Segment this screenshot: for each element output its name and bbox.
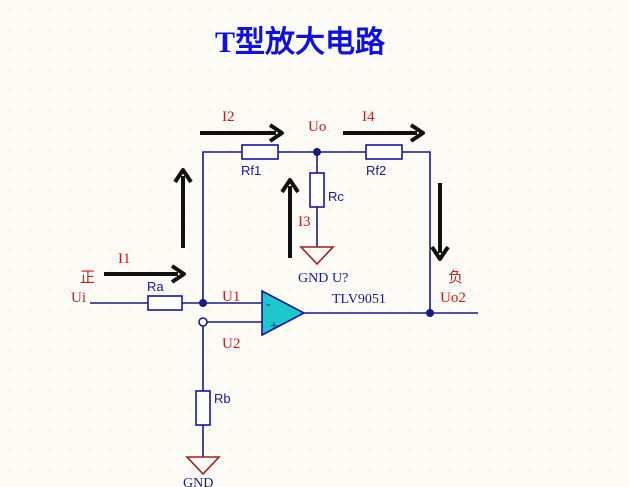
resistor-ra[interactable] bbox=[147, 295, 183, 311]
label-opamp-model: TLV9051 bbox=[332, 292, 386, 307]
label-current-i1: I1 bbox=[118, 251, 131, 267]
label-node-uo: Uo bbox=[308, 119, 326, 135]
junction-output bbox=[426, 309, 434, 317]
label-current-i4: I4 bbox=[362, 109, 375, 125]
ground-symbol-rc bbox=[299, 246, 335, 266]
opamp-symbol[interactable] bbox=[261, 289, 306, 337]
resistor-rf1[interactable] bbox=[241, 144, 279, 160]
label-current-i3: I3 bbox=[298, 214, 311, 230]
opamp-plus-sign: + bbox=[270, 319, 278, 334]
arrow-left-vertical-up bbox=[173, 168, 193, 248]
arrow-i3-up bbox=[280, 178, 300, 258]
label-ground-rc: GND bbox=[298, 271, 328, 286]
label-opamp-designator: U? bbox=[332, 271, 348, 286]
wire-node-u1-to-rf1 bbox=[202, 151, 242, 303]
wire-rf2-to-output bbox=[402, 151, 431, 313]
label-opamp-u2: U2 bbox=[222, 336, 240, 352]
label-resistor-ra: Ra bbox=[147, 279, 164, 294]
page-title: T型放大电路 bbox=[215, 26, 386, 59]
resistor-rb[interactable] bbox=[195, 390, 211, 426]
junction-u1 bbox=[199, 299, 207, 307]
resistor-rc[interactable] bbox=[309, 172, 325, 208]
label-resistor-rb: Rb bbox=[214, 391, 231, 406]
ground-symbol-rb bbox=[185, 456, 221, 476]
label-output-polarity: 负 bbox=[448, 269, 463, 286]
arrow-i2 bbox=[200, 123, 284, 143]
current-arrows bbox=[104, 123, 450, 284]
label-resistor-rf1: Rf1 bbox=[241, 163, 261, 178]
opamp-minus-sign: - bbox=[266, 297, 271, 312]
junction-u2 bbox=[198, 317, 208, 327]
label-input-ui: Ui bbox=[71, 290, 86, 306]
arrow-i1 bbox=[104, 264, 186, 284]
label-opamp-u1: U1 bbox=[222, 289, 240, 305]
label-output-uo2: Uo2 bbox=[440, 290, 466, 306]
label-input-polarity: 正 bbox=[80, 270, 95, 286]
label-current-i2: I2 bbox=[222, 109, 235, 125]
label-resistor-rc: Rc bbox=[328, 189, 344, 204]
label-ground-rb: GND bbox=[183, 476, 213, 487]
label-resistor-rf2: Rf2 bbox=[366, 163, 386, 178]
resistor-rf2[interactable] bbox=[365, 144, 403, 160]
arrow-right-vertical-down bbox=[430, 183, 450, 261]
arrow-i4 bbox=[343, 123, 425, 143]
junction-uo bbox=[313, 148, 321, 156]
